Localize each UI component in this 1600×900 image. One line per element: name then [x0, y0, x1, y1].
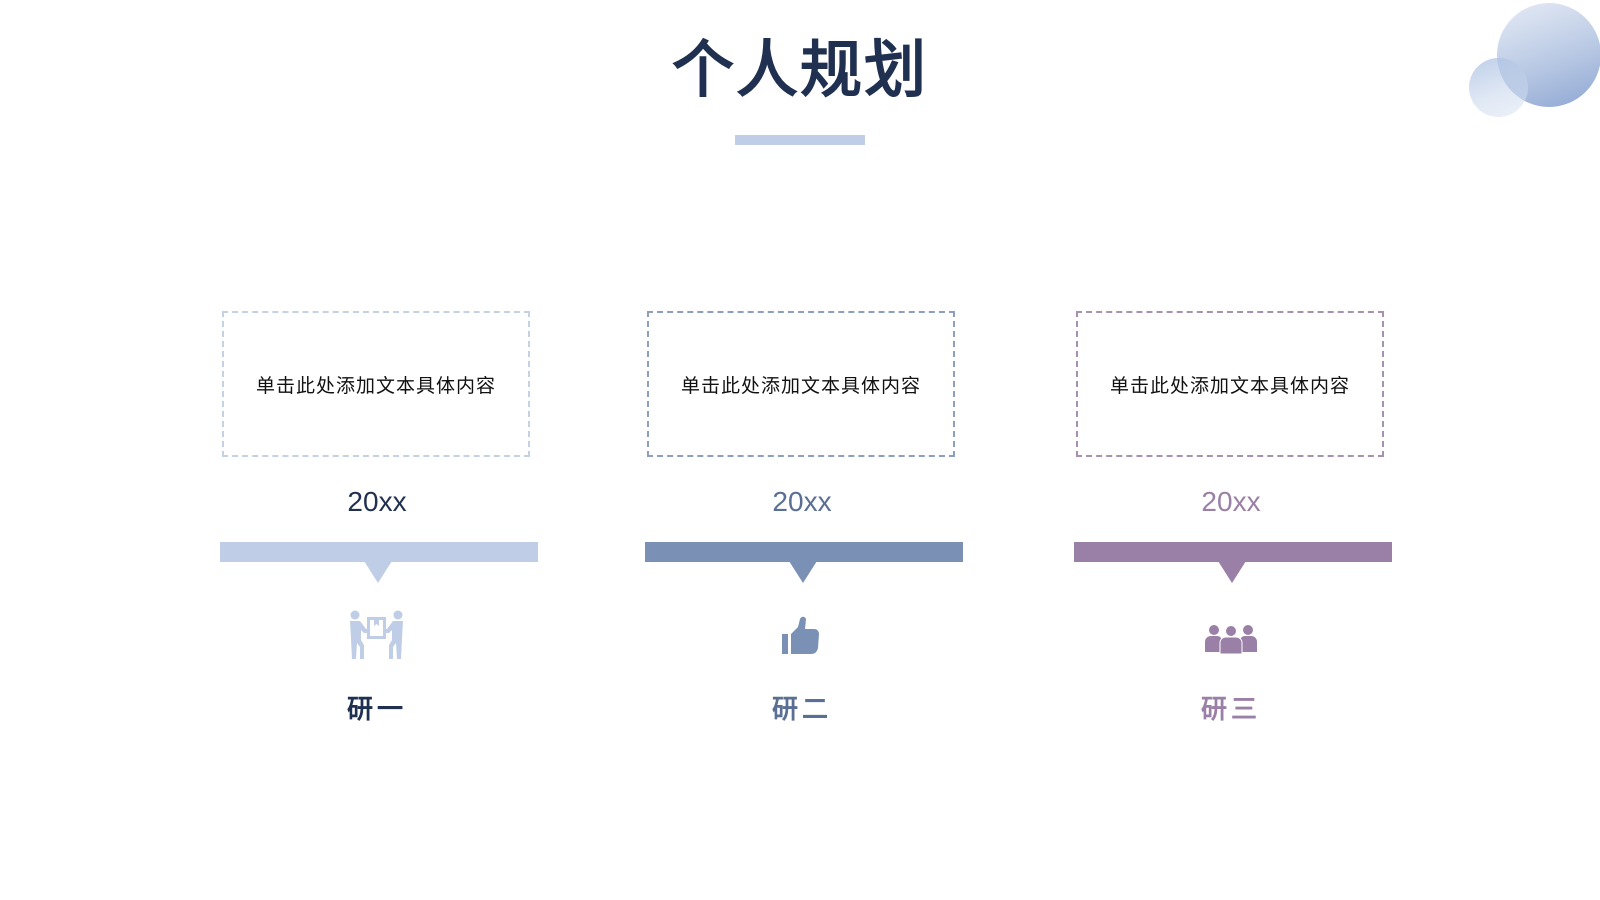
page-title: 个人规划 — [671, 33, 928, 106]
team-icon — [1201, 608, 1261, 668]
year-label: 20xx — [772, 486, 832, 517]
placeholder-text: 单击此处添加文本具体内容 — [1109, 374, 1350, 397]
stage-label: 研二 — [771, 695, 832, 725]
stage-column-1: 单击此处添加文本具体内容 20xx 研一 — [220, 0, 540, 900]
text-placeholder-box[interactable]: 单击此处添加文本具体内容 — [647, 311, 955, 457]
stage-label: 研三 — [1200, 695, 1261, 725]
decor-bubble-small — [1469, 58, 1528, 117]
stage-column-2: 单击此处添加文本具体内容 20xx 研二 — [645, 0, 965, 900]
stage-column-3: 单击此处添加文本具体内容 20xx 研三 — [1074, 0, 1394, 900]
text-placeholder-box[interactable]: 单击此处添加文本具体内容 — [1076, 311, 1384, 457]
timeline-bar — [220, 542, 538, 562]
people-carrying-box-icon — [347, 608, 407, 668]
placeholder-text: 单击此处添加文本具体内容 — [255, 374, 496, 397]
stage-label: 研一 — [346, 695, 407, 725]
title-underline — [735, 135, 865, 145]
timeline-bar — [645, 542, 963, 562]
year-label: 20xx — [1201, 486, 1261, 517]
pointer-triangle — [364, 561, 392, 583]
pointer-triangle — [789, 561, 817, 583]
text-placeholder-box[interactable]: 单击此处添加文本具体内容 — [222, 311, 530, 457]
placeholder-text: 单击此处添加文本具体内容 — [680, 374, 921, 397]
year-label: 20xx — [347, 486, 407, 517]
thumbs-up-icon — [772, 608, 832, 668]
pointer-triangle — [1218, 561, 1246, 583]
timeline-bar — [1074, 542, 1392, 562]
